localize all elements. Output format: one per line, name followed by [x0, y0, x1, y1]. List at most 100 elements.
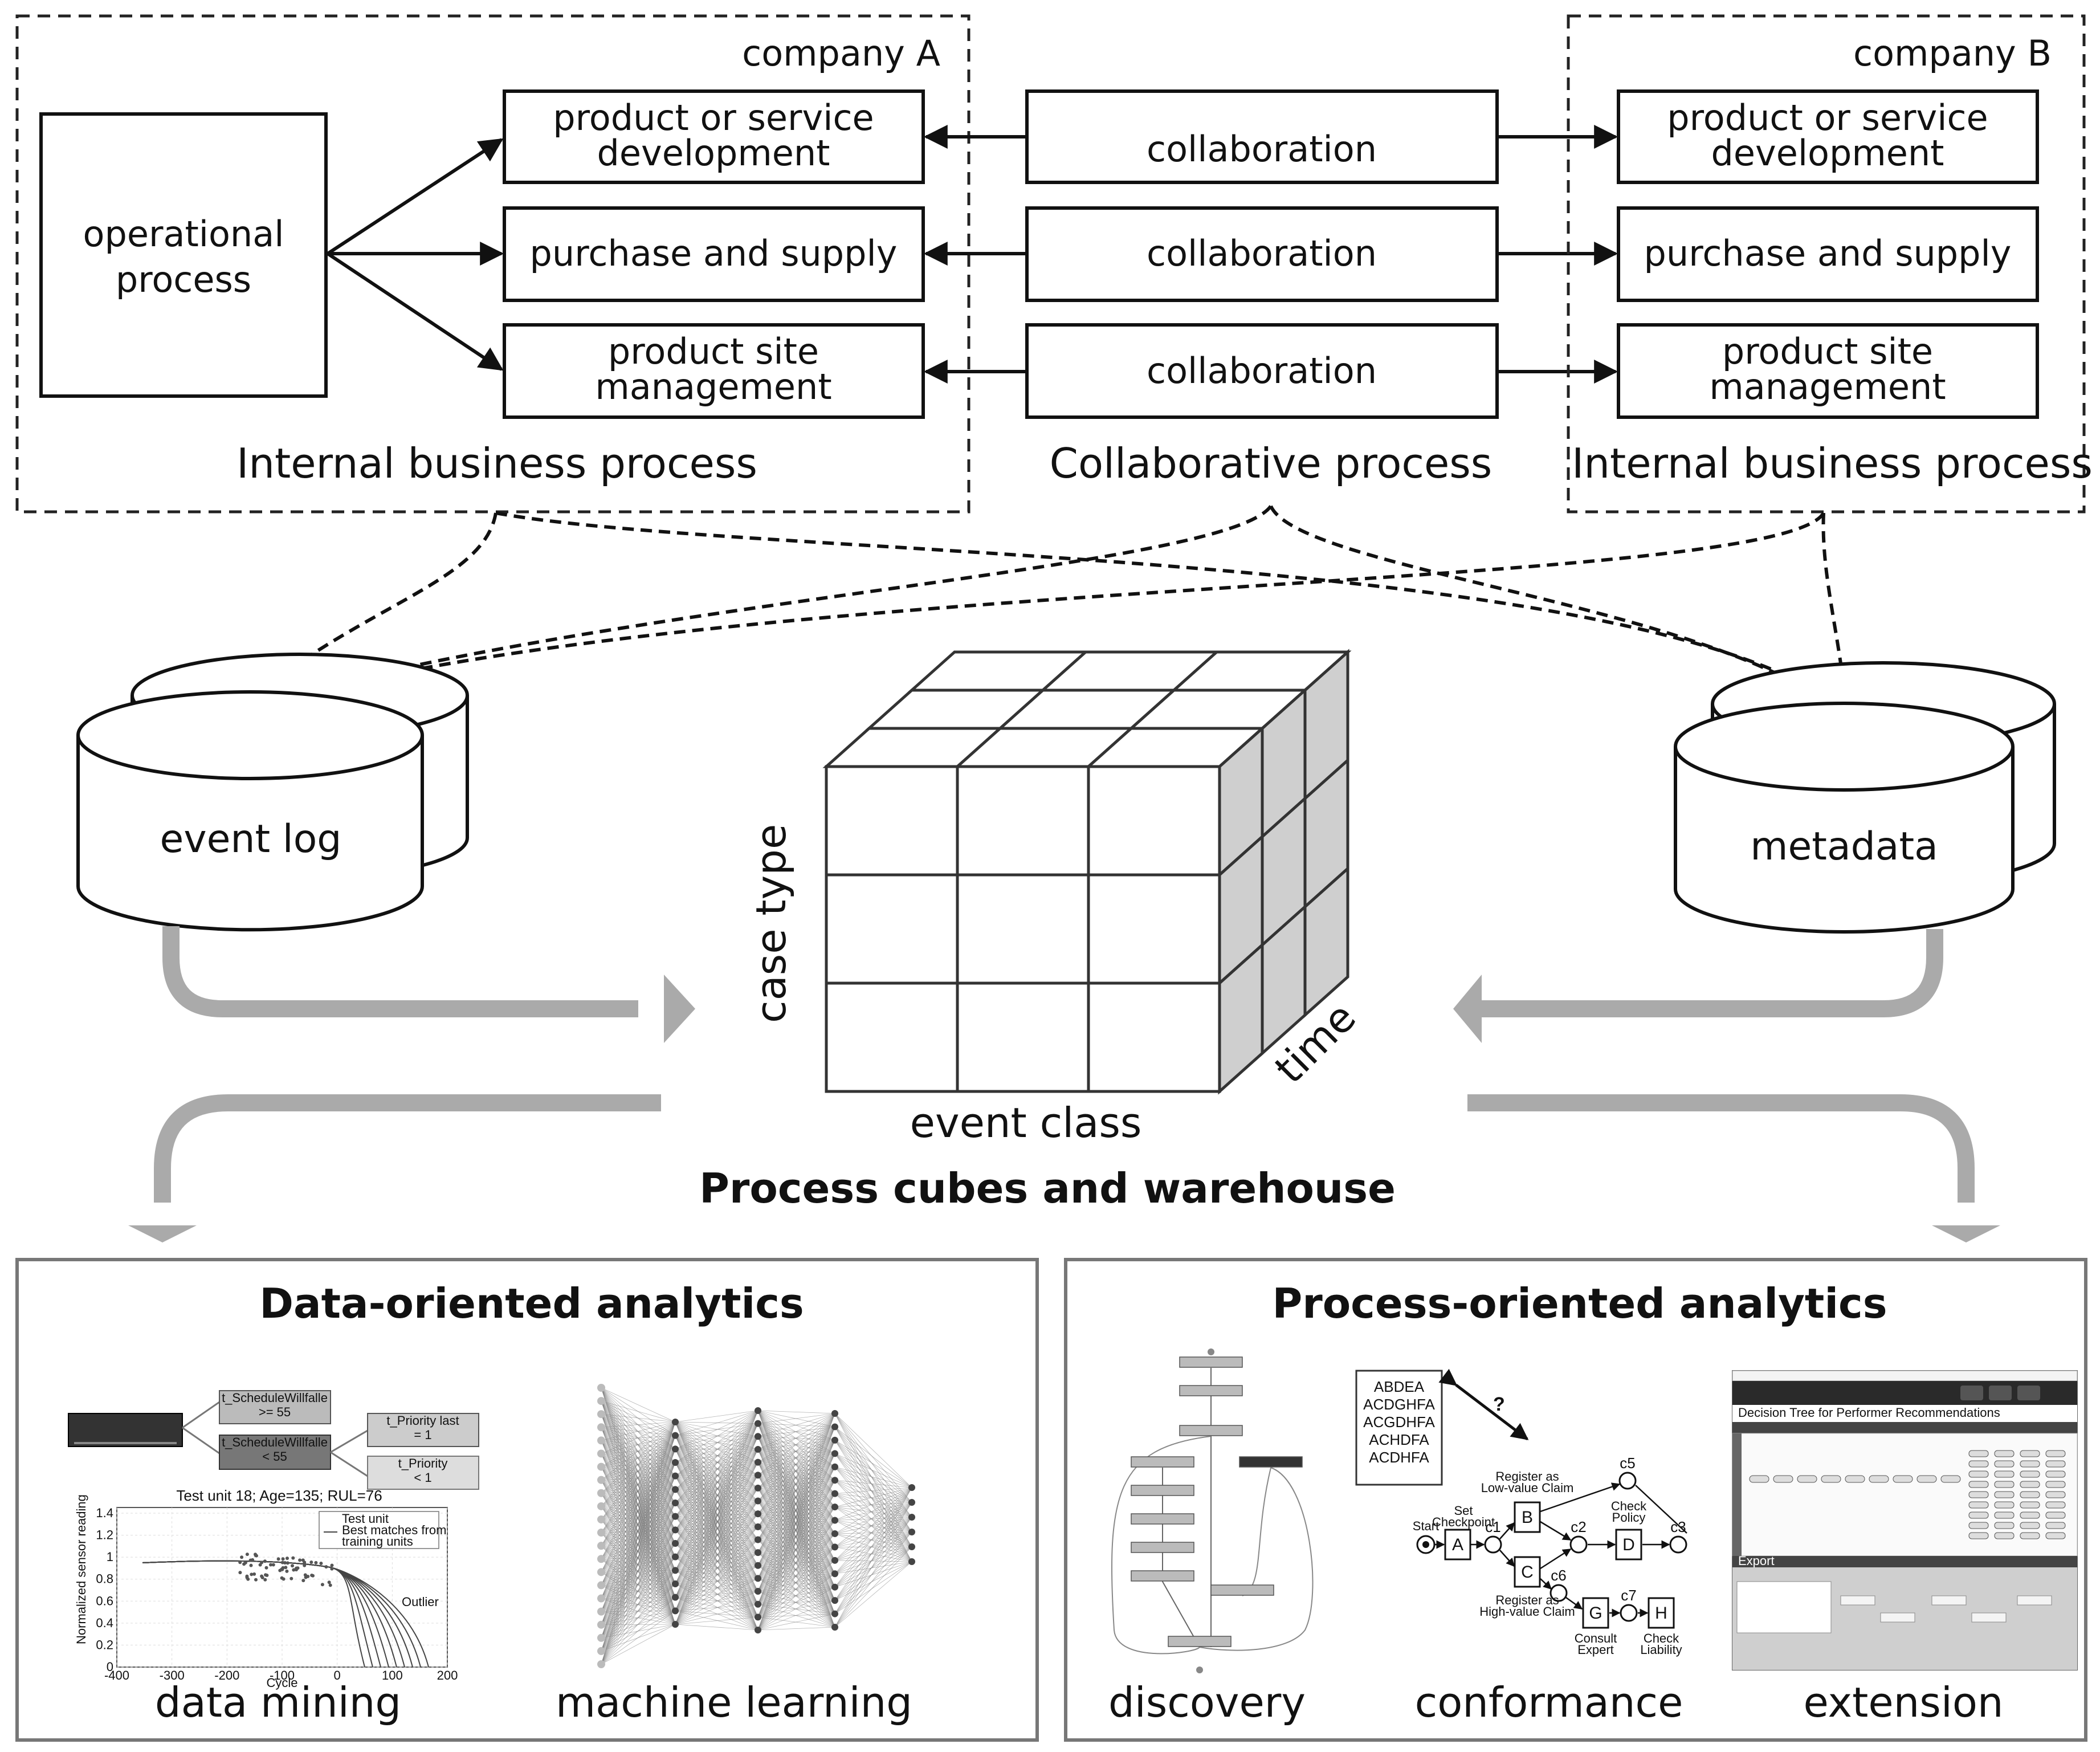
process-item-discovery: discovery: [1108, 1678, 1306, 1726]
petri-start-token: [1422, 1541, 1429, 1548]
nn-node: [597, 1542, 605, 1550]
plot-point: [246, 1578, 250, 1581]
ext-tree-node: [1995, 1533, 2014, 1539]
ext-tree-node: [1969, 1492, 1988, 1498]
collab-label-2: collaboration: [1147, 233, 1377, 274]
nn-node: [831, 1490, 838, 1497]
nn-node: [755, 1627, 761, 1633]
event-log-store: [78, 654, 467, 930]
ext-tree-node: [1750, 1476, 1769, 1482]
ext-tree-node: [2020, 1522, 2040, 1529]
plot-point: [254, 1578, 258, 1582]
ext-tree-node: [1869, 1476, 1889, 1482]
ext-tree-node: [2020, 1451, 2040, 1457]
discovery-node: [1180, 1386, 1242, 1396]
petri-label: Checkpoint: [1432, 1515, 1495, 1529]
nn-node: [672, 1486, 679, 1493]
ext-tree-node: [1969, 1451, 1988, 1457]
nn-node: [755, 1588, 761, 1595]
plot-point: [306, 1575, 309, 1578]
plot-point: [295, 1568, 298, 1571]
ext-tree-node: [2020, 1502, 2040, 1508]
ext-tree-node: [1995, 1461, 2014, 1467]
petri-label: Expert: [1577, 1643, 1614, 1657]
cube-front-cell: [826, 983, 957, 1091]
plot-point: [240, 1555, 243, 1559]
plot-ytick: 0.2: [96, 1637, 113, 1652]
plot-point: [238, 1560, 242, 1564]
nn-node: [672, 1419, 679, 1425]
ext-tree-node: [2020, 1492, 2040, 1498]
petri-place-label: c7: [1621, 1587, 1636, 1604]
plot-point: [282, 1557, 285, 1560]
data-analytics-title: Data-oriented analytics: [259, 1280, 804, 1327]
flow-arrowhead-2: [1453, 975, 1482, 1043]
petri-place: [1620, 1473, 1636, 1489]
nn-node: [908, 1514, 915, 1521]
nn-node: [597, 1529, 605, 1537]
cube-front-cell: [957, 983, 1088, 1091]
nn-node: [597, 1634, 605, 1642]
plot-legend-3: training units: [342, 1534, 413, 1549]
plot-ytick: 0.8: [96, 1572, 113, 1586]
arrow-op-to-dev: [328, 140, 501, 254]
nn-node: [831, 1611, 838, 1617]
discovery-node: [1211, 1585, 1274, 1595]
nn-node: [672, 1607, 679, 1614]
svg-text:t_Priority: t_Priority: [398, 1456, 448, 1470]
nn-node: [755, 1446, 761, 1453]
plot-point: [328, 1580, 331, 1584]
nn-node: [755, 1601, 761, 1608]
plot-point: [330, 1567, 333, 1571]
ext-toolbar-button: [1960, 1386, 1983, 1400]
flow-cube-to-data: [162, 1103, 661, 1203]
plot-point: [301, 1579, 305, 1582]
svg-text:= 1: = 1: [414, 1428, 431, 1442]
plot-point: [284, 1566, 287, 1569]
nn-node: [755, 1433, 761, 1440]
ext-export-bar: [1732, 1556, 2077, 1567]
ext-tree-node: [2046, 1512, 2065, 1518]
plot-point: [254, 1553, 257, 1556]
ext-tree-node: [1995, 1471, 2014, 1477]
plot-point: [309, 1560, 313, 1564]
discovery-node: [1131, 1514, 1194, 1524]
plot-xtick: 200: [437, 1668, 458, 1682]
discovery-node: [1180, 1425, 1242, 1436]
nn-node: [672, 1554, 679, 1560]
petri-transition-label: D: [1622, 1535, 1635, 1554]
ext-tree-node: [2046, 1461, 2065, 1467]
ext-tree-node: [1893, 1476, 1913, 1482]
b-product-dev-label-2: development: [1711, 132, 1944, 174]
nn-node: [908, 1558, 915, 1565]
ext-tree-node: [1995, 1492, 2014, 1498]
petri-transition-label: H: [1655, 1604, 1667, 1623]
cube-front-cell: [957, 767, 1088, 875]
petri-place-label: c6: [1551, 1567, 1566, 1584]
petri-transition-label: B: [1522, 1508, 1533, 1527]
nn-node: [755, 1562, 761, 1569]
petri-place: [1485, 1537, 1501, 1553]
nn-node: [755, 1523, 761, 1530]
ext-tree-node: [1995, 1481, 2014, 1488]
ext-tree-node: [2046, 1451, 2065, 1457]
nn-node: [755, 1420, 761, 1427]
plot-ytick: 1: [107, 1550, 113, 1564]
plot-point: [289, 1577, 293, 1580]
nn-node: [831, 1557, 838, 1564]
plot-ytick: 1.4: [96, 1506, 113, 1520]
process-cube: [826, 652, 1348, 1091]
nn-node: [831, 1543, 838, 1550]
ext-tree-node: [2046, 1533, 2065, 1539]
plot-point: [283, 1561, 287, 1564]
nn-node: [831, 1584, 838, 1591]
ext-tree-node: [2020, 1461, 2040, 1467]
svg-text:ACDHFA: ACDHFA: [1369, 1449, 1429, 1466]
collab-label-1: collaboration: [1147, 128, 1377, 170]
discovery-node: [1239, 1457, 1302, 1467]
plot-point: [263, 1578, 267, 1582]
nn-node: [672, 1445, 679, 1452]
ext-field: [1972, 1613, 2006, 1622]
nn-node: [908, 1499, 915, 1506]
svg-text:ACDGHFA: ACDGHFA: [1363, 1396, 1435, 1413]
